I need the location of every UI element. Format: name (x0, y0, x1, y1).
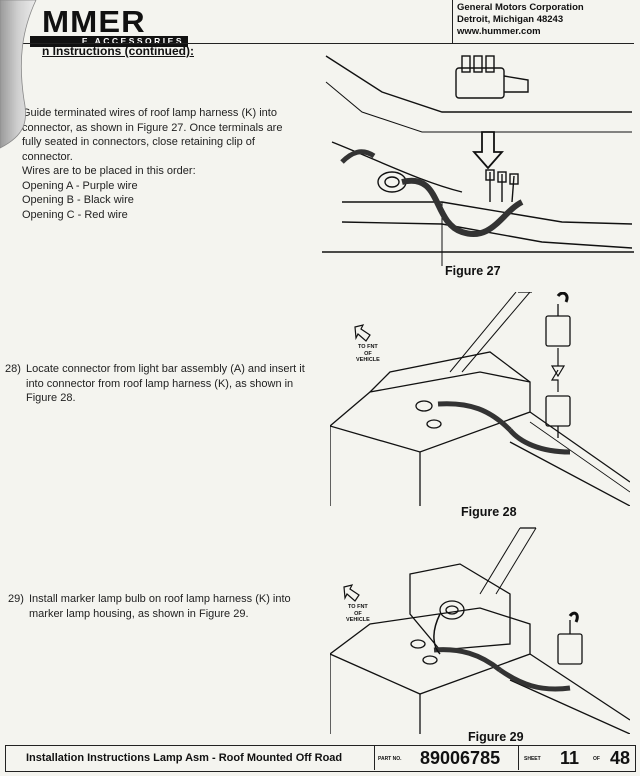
header-rule (20, 43, 634, 44)
footer-title-block: Installation Instructions Lamp Asm - Roo… (5, 745, 636, 772)
step-number: 28) (5, 363, 21, 375)
step-line: Opening A - Purple wire (22, 179, 138, 192)
section-title: n Instructions (continued): (42, 44, 194, 58)
front-of-vehicle-arrow (352, 323, 374, 348)
part-number: 89006785 (420, 748, 501, 768)
step-27: Guide terminated wires of roof lamp harn… (22, 106, 312, 222)
sheet-label: SHEET (524, 756, 541, 762)
front-of-vehicle-arrow-2 (341, 583, 363, 608)
direction-arrow-icon (343, 584, 360, 602)
footer-document-title: Installation Instructions Lamp Asm - Roo… (26, 752, 343, 764)
page-curl (0, 0, 37, 149)
step-line: Opening B - Black wire (22, 194, 134, 206)
step-line: Guide terminated wires of roof lamp harn… (22, 107, 277, 119)
light-bar-connector-drawing (328, 291, 631, 507)
header-divider (452, 0, 453, 43)
front-label-line: TO FNT (358, 344, 378, 350)
figure-29-caption: Figure 29 (468, 730, 524, 744)
step-line: Install marker lamp bulb on roof lamp ha… (29, 593, 291, 605)
figure-28-caption: Figure 28 (461, 505, 517, 519)
connector-drawing (322, 55, 634, 266)
sheet-number: 11 (560, 748, 580, 768)
hummer-logo: MMER E ACCESSORIES (22, 4, 188, 47)
corporation-city: Detroit, Michigan 48243 (457, 14, 564, 25)
step-line: fully seated in connectors, close retain… (22, 136, 255, 148)
of-label: OF (593, 756, 600, 762)
front-of-vehicle-label: TO FNT OF VEHICLE (356, 344, 380, 364)
direction-arrow-icon (354, 324, 371, 342)
footer-divider (374, 746, 375, 770)
step-line: marker lamp housing, as shown in Figure … (29, 607, 249, 620)
part-number-label: PART NO. (378, 756, 402, 762)
logo-bar (30, 36, 188, 47)
front-of-vehicle-label-2: TO FNT OF VEHICLE (346, 604, 370, 624)
figure-27-caption: Figure 27 (445, 264, 501, 278)
front-label-line: VEHICLE (356, 357, 380, 363)
step-line: Opening C - Red wire (22, 208, 128, 221)
step-number: 29) (8, 593, 24, 605)
step-line: connector. (22, 150, 73, 163)
logo-subtitle: E ACCESSORIES (81, 36, 184, 46)
figure-29-illustration (328, 524, 631, 735)
footer-divider (518, 746, 519, 770)
step-line: Figure 28. (26, 392, 76, 404)
front-label-line: OF (364, 350, 372, 357)
marker-lamp-drawing (328, 527, 631, 735)
step-line: connector, as shown in Figure 27. Once t… (22, 121, 283, 134)
step-line: Wires are to be placed in this order: (22, 165, 196, 177)
figure-28-illustration (328, 291, 631, 507)
front-label-line: VEHICLE (346, 617, 370, 623)
front-label-line: TO FNT (348, 604, 368, 610)
logo-wordmark: MMER (42, 4, 146, 39)
figure-27-illustration (322, 52, 634, 266)
step-line: into connector from roof lamp harness (K… (26, 377, 294, 390)
corporation-url: www.hummer.com (457, 26, 541, 37)
total-sheets: 48 (610, 748, 631, 768)
step-line: Locate connector from light bar assembly… (26, 363, 305, 375)
corporation-block: General Motors Corporation Detroit, Mich… (457, 2, 584, 38)
corporation-name: General Motors Corporation (457, 2, 584, 13)
front-label-line: OF (354, 610, 362, 617)
